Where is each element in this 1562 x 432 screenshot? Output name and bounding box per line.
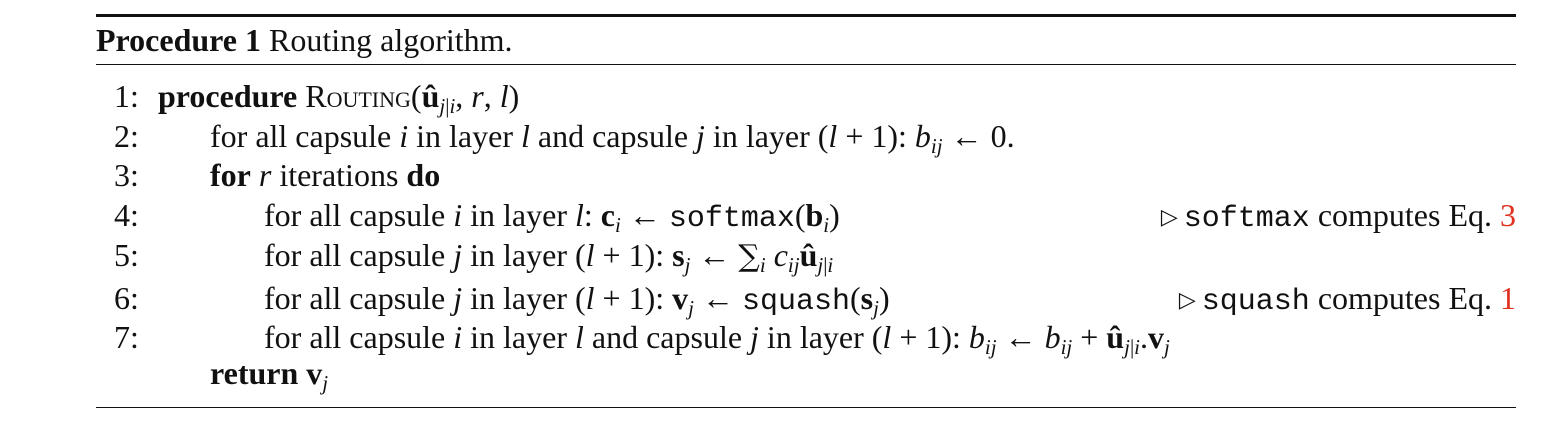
- caption-label: Procedure 1: [96, 22, 261, 58]
- bottom-rule: [96, 407, 1516, 408]
- line-code: for all capsule j in layer (l + 1): vj ←…: [264, 280, 890, 320]
- line-comment: ▷squash computes Eq. 1: [1179, 278, 1516, 323]
- caption-rule: [96, 64, 1516, 65]
- line-number: 3:: [114, 157, 139, 193]
- algorithm-line-5: 5: for all capsule j in layer (l + 1): s…: [96, 235, 1516, 277]
- algorithm-block: Procedure 1 Routing algorithm. 1: proced…: [96, 14, 1516, 410]
- algorithm-line-3: 3: for r iterations do: [96, 155, 1516, 195]
- line-code: for all capsule i in layer l and capsule…: [210, 118, 1015, 158]
- caption-text: Routing algorithm.: [269, 22, 513, 58]
- keyword-return: return: [210, 355, 299, 391]
- line-comment: ▷softmax computes Eq. 3: [1161, 195, 1516, 240]
- keyword-do: do: [406, 157, 441, 193]
- line-code: for r iterations do: [210, 157, 441, 193]
- comment-function: squash: [1201, 285, 1310, 319]
- algorithm-line-return: return vj: [96, 353, 1516, 395]
- comment-text: computes Eq.: [1317, 197, 1492, 233]
- line-code: for all capsule i in layer l and capsule…: [264, 319, 1170, 359]
- algorithm-caption: Procedure 1 Routing algorithm.: [96, 20, 513, 60]
- line-code: return vj: [210, 355, 329, 395]
- algorithm-line-1: 1: procedure Routing(ûj|i, r, l): [96, 76, 1516, 118]
- line-code: procedure Routing(ûj|i, r, l): [158, 78, 520, 118]
- line-number: 7:: [114, 319, 139, 355]
- procedure-name: Routing: [305, 78, 411, 114]
- line-number: 2:: [114, 118, 139, 154]
- line-number: 4:: [114, 197, 139, 233]
- line-code: for all capsule i in layer l: ci ← softm…: [264, 197, 840, 237]
- equation-reference-link[interactable]: 3: [1500, 197, 1516, 233]
- algorithm-line-2: 2: for all capsule i in layer l and caps…: [96, 116, 1516, 158]
- line-number: 1:: [114, 78, 139, 114]
- line-number: 5:: [114, 237, 139, 273]
- comment-triangle-icon: ▷: [1178, 288, 1196, 313]
- algorithm-line-7: 7: for all capsule i in layer l and caps…: [96, 317, 1516, 359]
- line-number: 6:: [114, 280, 139, 316]
- comment-text: computes Eq.: [1317, 280, 1492, 316]
- keyword-for: for: [210, 157, 251, 193]
- comment-triangle-icon: ▷: [1160, 205, 1178, 230]
- equation-reference-link[interactable]: 1: [1500, 280, 1516, 316]
- keyword-procedure: procedure: [158, 78, 298, 114]
- line-code: for all capsule j in layer (l + 1): sj ←…: [264, 237, 834, 277]
- algorithm-line-4: 4: for all capsule i in layer l: ci ← so…: [96, 195, 1516, 236]
- top-rule: [96, 14, 1516, 17]
- algorithm-line-6: 6: for all capsule j in layer (l + 1): v…: [96, 278, 1516, 319]
- comment-function: softmax: [1183, 202, 1310, 236]
